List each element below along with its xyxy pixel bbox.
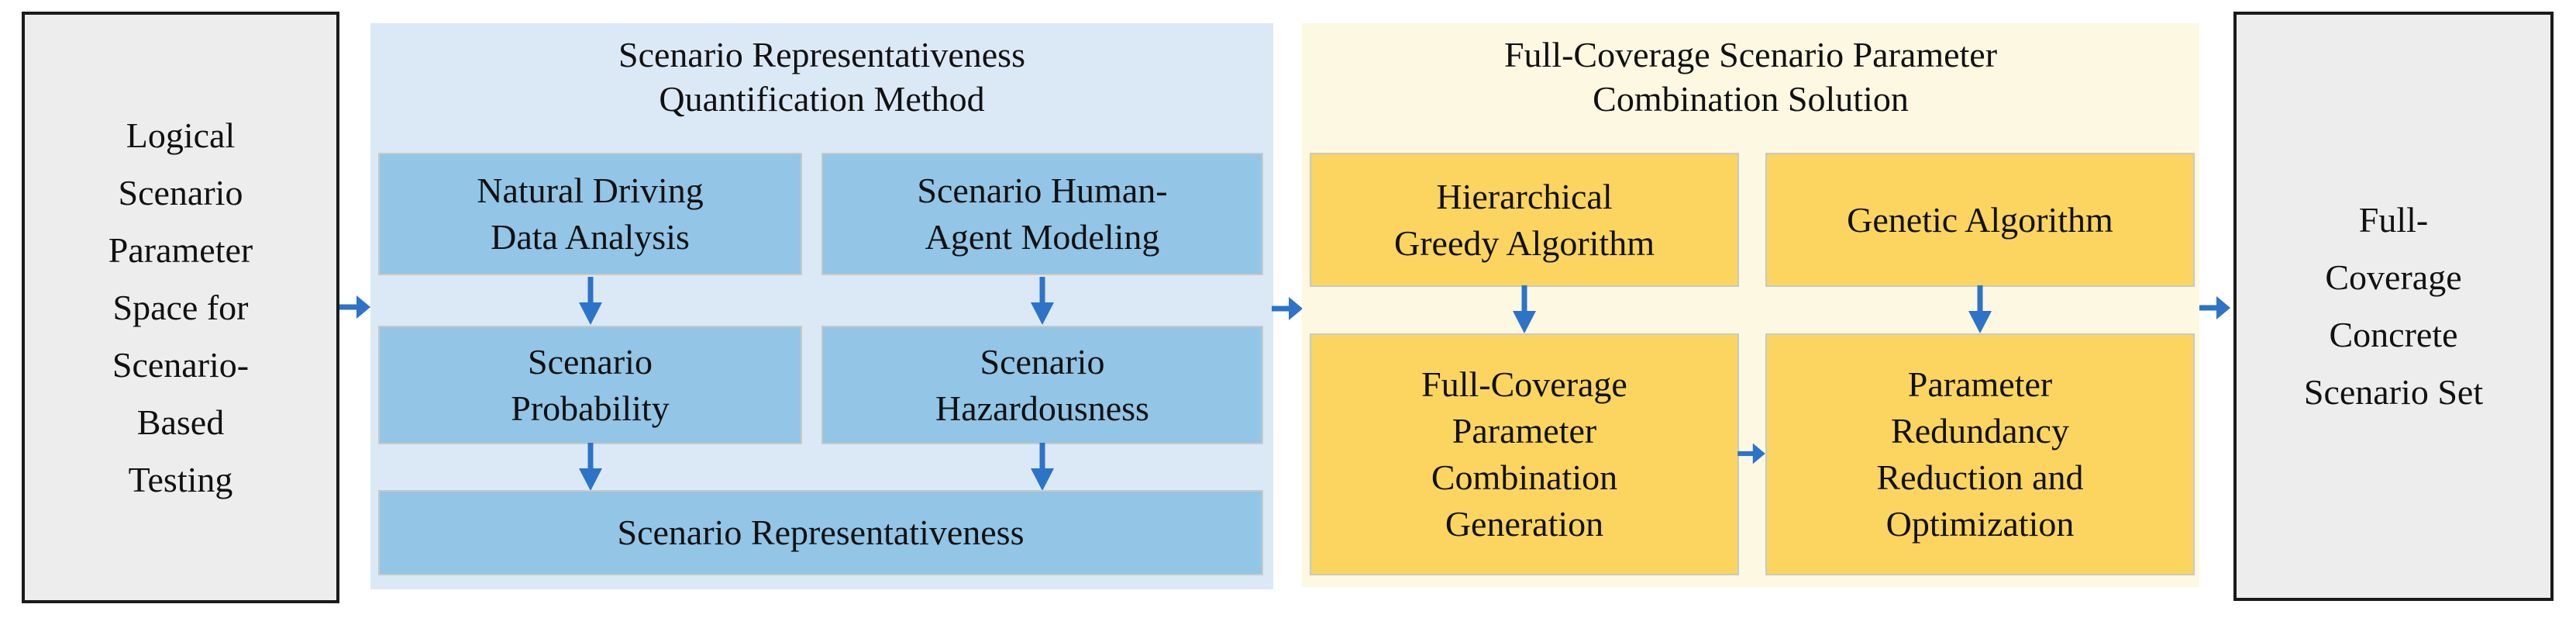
arrow-down-icon <box>577 443 604 491</box>
arrow-down-icon <box>1028 277 1056 325</box>
arrow-down-icon <box>1966 285 1994 333</box>
scenario-probability-box: Scenario Probability <box>378 326 802 444</box>
full-coverage-solution-panel: Full-Coverage Scenario Parameter Combina… <box>1302 23 2199 587</box>
scenario-representativeness-panel-title: Scenario Representativeness Quantificati… <box>618 35 1025 119</box>
arrow-right-icon <box>2199 294 2230 322</box>
natural-driving-data-analysis-box: Natural Driving Data Analysis <box>378 153 802 275</box>
scenario-probability-label: Scenario Probability <box>511 341 670 428</box>
arrow-down-icon <box>1510 285 1538 333</box>
scenario-hazardousness-label: Scenario Hazardousness <box>935 341 1149 428</box>
scenario-representativeness-label: Scenario Representativeness <box>617 513 1025 552</box>
scenario-representativeness-box: Scenario Representativeness <box>378 490 1263 575</box>
scenario-human-agent-modeling-label: Scenario Human- Agent Modeling <box>917 171 1168 257</box>
logical-scenario-parameter-space-label: Logical Scenario Parameter Space for Sce… <box>108 115 253 499</box>
genetic-algorithm-label: Genetic Algorithm <box>1847 199 2113 240</box>
full-coverage-solution-panel-title: Full-Coverage Scenario Parameter Combina… <box>1503 35 1998 119</box>
logical-scenario-parameter-space-box: Logical Scenario Parameter Space for Sce… <box>22 12 339 603</box>
parameter-redundancy-reduction-label: Parameter Redundancy Reduction and Optim… <box>1876 364 2084 544</box>
full-coverage-parameter-combination-generation-label: Full-Coverage Parameter Combination Gene… <box>1421 364 1627 544</box>
genetic-algorithm-box: Genetic Algorithm <box>1765 153 2195 287</box>
arrow-down-icon <box>577 277 604 325</box>
arrow-right-icon <box>1272 295 1303 323</box>
scenario-representativeness-panel: Scenario Representativeness Quantificati… <box>370 23 1273 589</box>
arrow-down-icon <box>1028 443 1056 491</box>
natural-driving-data-analysis-label: Natural Driving Data Analysis <box>477 171 704 257</box>
hierarchical-greedy-algorithm-box: Hierarchical Greedy Algorithm <box>1310 153 1739 287</box>
hierarchical-greedy-algorithm-label: Hierarchical Greedy Algorithm <box>1394 176 1655 263</box>
scenario-hazardousness-box: Scenario Hazardousness <box>821 326 1263 444</box>
scenario-human-agent-modeling-box: Scenario Human- Agent Modeling <box>821 153 1263 275</box>
parameter-redundancy-reduction-box: Parameter Redundancy Reduction and Optim… <box>1765 333 2195 575</box>
arrow-right-icon <box>339 293 370 321</box>
full-coverage-parameter-combination-generation-box: Full-Coverage Parameter Combination Gene… <box>1310 333 1739 575</box>
full-coverage-concrete-scenario-set-box: Full- Coverage Concrete Scenario Set <box>2233 12 2554 601</box>
arrow-right-icon <box>1737 441 1765 466</box>
full-coverage-concrete-scenario-set-label: Full- Coverage Concrete Scenario Set <box>2303 200 2484 412</box>
